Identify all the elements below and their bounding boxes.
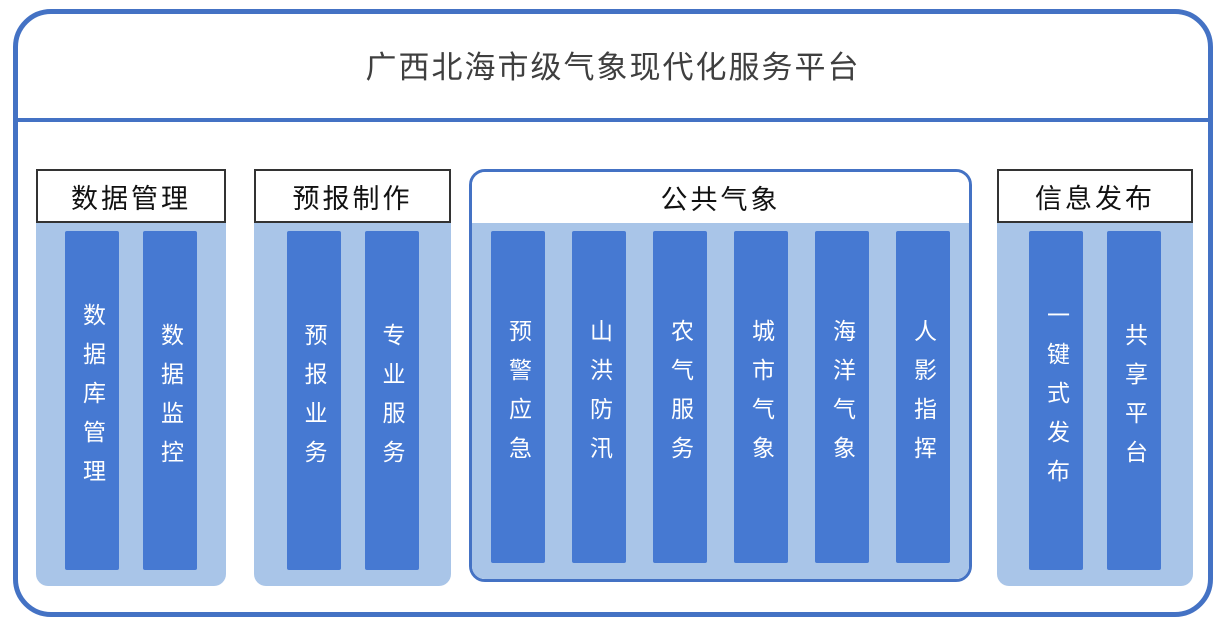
group-information-release: 信息发布 一键式发布 共享平台 [997, 169, 1193, 586]
page-title: 广西北海市级气象现代化服务平台 [365, 50, 861, 85]
group-title-data-management: 数据管理 [36, 169, 226, 223]
module-forecast-operations: 预报业务 [286, 231, 341, 570]
platform-frame: 广西北海市级气象现代化服务平台 数据管理 数据库管理 数据监控 预报制作 预报业… [13, 9, 1213, 617]
module-label: 数据库管理 [79, 303, 105, 498]
module-database-management: 数据库管理 [65, 231, 119, 570]
title-separator [18, 118, 1208, 122]
group-body-data-management: 数据库管理 数据监控 [36, 223, 226, 586]
module-label: 专业服务 [379, 322, 404, 479]
group-body-information-release: 一键式发布 共享平台 [997, 223, 1193, 586]
module-agro-meteorology-service: 农气服务 [653, 231, 707, 563]
group-body-forecast-production: 预报业务 专业服务 [254, 223, 451, 586]
module-flood-prevention: 山洪防汛 [572, 231, 626, 563]
module-sharing-platform: 共享平台 [1107, 231, 1161, 570]
module-urban-meteorology: 城市气象 [734, 231, 788, 563]
module-label: 山洪防汛 [586, 319, 612, 475]
module-label: 人影指挥 [910, 319, 936, 475]
group-title-forecast-production: 预报制作 [254, 169, 451, 223]
group-forecast-production: 预报制作 预报业务 专业服务 [254, 169, 451, 586]
module-label: 海洋气象 [829, 319, 855, 475]
module-data-monitoring: 数据监控 [143, 231, 197, 570]
module-label: 预报业务 [301, 322, 326, 479]
group-data-management: 数据管理 数据库管理 数据监控 [36, 169, 226, 586]
group-title-public-meteorology: 公共气象 [472, 172, 969, 223]
module-professional-services: 专业服务 [364, 231, 419, 570]
module-marine-meteorology: 海洋气象 [815, 231, 869, 563]
group-title-information-release: 信息发布 [997, 169, 1193, 223]
module-warning-emergency: 预警应急 [491, 231, 545, 563]
groups-row: 数据管理 数据库管理 数据监控 预报制作 预报业务 专业服务 [18, 169, 1208, 586]
module-label: 预警应急 [505, 319, 531, 475]
module-label: 共享平台 [1121, 322, 1147, 479]
module-weather-modification-command: 人影指挥 [896, 231, 950, 563]
group-public-meteorology: 公共气象 预警应急 山洪防汛 农气服务 城市气象 海洋气象 人影指挥 [469, 169, 972, 582]
module-label: 一键式发布 [1043, 303, 1069, 498]
module-label: 城市气象 [748, 319, 774, 475]
group-body-public-meteorology: 预警应急 山洪防汛 农气服务 城市气象 海洋气象 人影指挥 [472, 223, 969, 579]
module-label: 数据监控 [157, 322, 183, 479]
module-one-click-release: 一键式发布 [1029, 231, 1083, 570]
module-label: 农气服务 [667, 319, 693, 475]
